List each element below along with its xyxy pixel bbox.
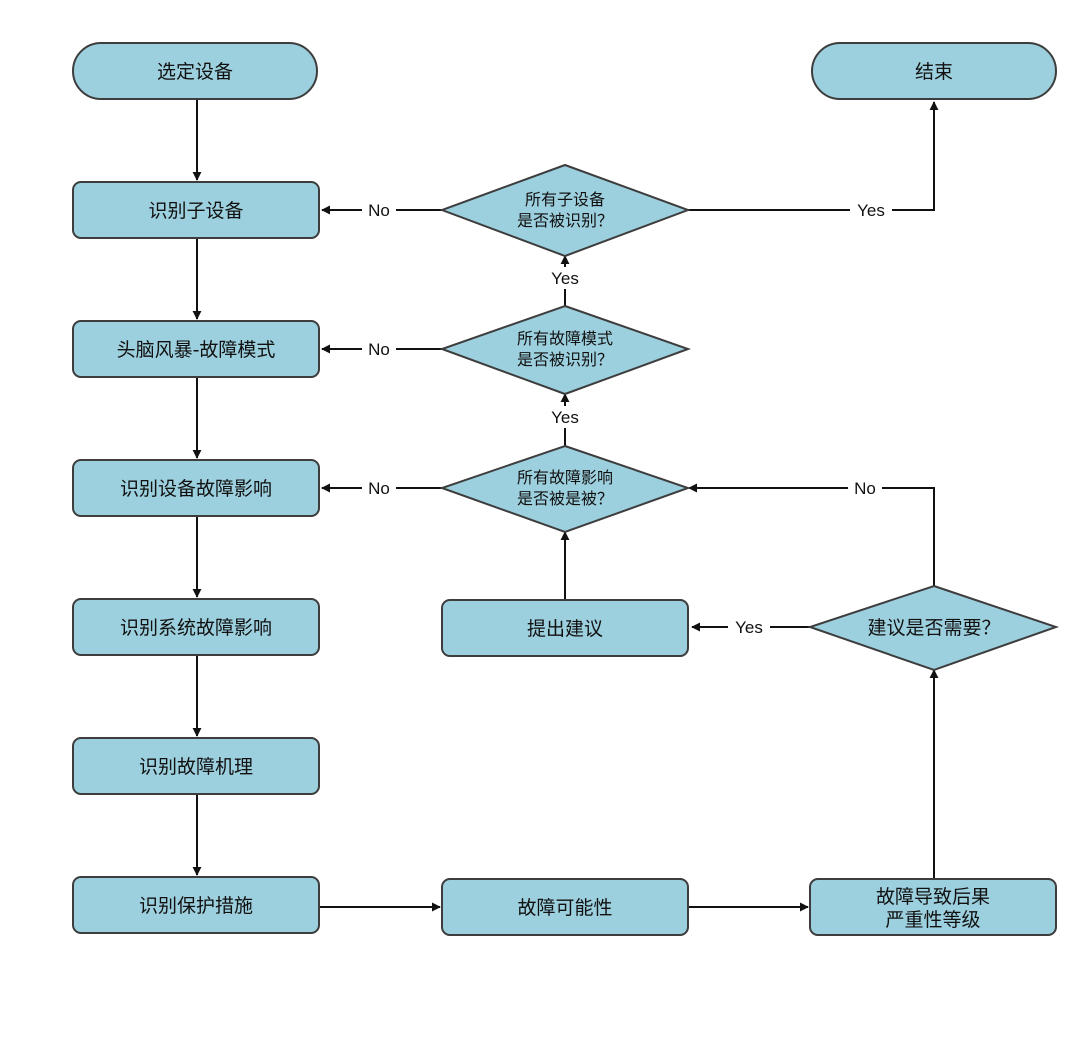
node-identify-protection-measures-label: 识别保护措施 — [139, 895, 253, 917]
decision-all-effects-line2: 是否被是被？ — [517, 489, 613, 508]
node-brainstorm-failure-modes-label: 头脑风暴-故障模式 — [117, 339, 276, 361]
decision-recommendation-needed-label: 建议是否需要？ — [867, 617, 1000, 639]
node-identify-subdevices: 识别子设备 — [72, 181, 320, 239]
decision-all-modes-line2: 是否被识别？ — [517, 350, 613, 369]
decision-all-modes-line1: 所有故障模式 — [517, 329, 613, 348]
node-severity-level: 故障导致后果 严重性等级 — [809, 878, 1057, 936]
label-no-modes: No — [368, 340, 390, 359]
edge-rec-no-to-effects-decision — [688, 483, 935, 586]
node-identify-system-failure-effects-label: 识别系统故障影响 — [120, 617, 272, 639]
label-yes-recommendation: Yes — [735, 618, 763, 637]
node-end-label: 结束 — [915, 61, 953, 83]
decision-recommendation-needed: 建议是否需要？ — [806, 584, 1060, 672]
decision-all-effects-line1: 所有故障影响 — [517, 468, 613, 487]
label-yes-subdevices: Yes — [857, 201, 885, 220]
label-yes-effects: Yes — [551, 408, 579, 427]
label-yes-modes: Yes — [551, 269, 579, 288]
decision-all-subdevices-identified: 所有子设备 是否被识别？ — [439, 163, 691, 258]
node-identify-subdevices-label: 识别子设备 — [148, 200, 243, 222]
decision-all-failure-effects: 所有故障影响 是否被是被？ — [438, 444, 692, 534]
node-propose-recommendation-label: 提出建议 — [527, 618, 603, 640]
node-brainstorm-failure-modes: 头脑风暴-故障模式 — [72, 320, 320, 378]
decision-all-subdevices-line1: 所有子设备 — [525, 190, 605, 209]
node-select-device-label: 选定设备 — [157, 61, 233, 83]
node-end: 结束 — [811, 42, 1057, 100]
node-severity-line2: 严重性等级 — [885, 909, 980, 931]
node-failure-likelihood: 故障可能性 — [441, 878, 689, 936]
node-identify-failure-mechanism-label: 识别故障机理 — [139, 756, 253, 778]
label-no-subdevices: No — [368, 201, 390, 220]
node-identify-system-failure-effects: 识别系统故障影响 — [72, 598, 320, 656]
node-identify-device-failure-effects-label: 识别设备故障影响 — [120, 478, 272, 500]
edge-labels: No No No No Yes Yes Yes Yes — [362, 199, 892, 638]
node-identify-failure-mechanism: 识别故障机理 — [72, 737, 320, 795]
decision-all-subdevices-line2: 是否被识别？ — [517, 211, 613, 230]
decision-all-failure-modes-identified: 所有故障模式 是否被识别？ — [439, 304, 691, 396]
label-no-recommendation: No — [854, 479, 876, 498]
node-identify-device-failure-effects: 识别设备故障影响 — [72, 459, 320, 517]
node-propose-recommendation: 提出建议 — [441, 599, 689, 657]
node-select-device: 选定设备 — [72, 42, 318, 100]
edge-subdevices-yes-to-end — [688, 101, 939, 211]
label-no-effects: No — [368, 479, 390, 498]
node-identify-protection-measures: 识别保护措施 — [72, 876, 320, 934]
node-severity-line1: 故障导致后果 — [876, 886, 990, 908]
node-failure-likelihood-label: 故障可能性 — [517, 897, 612, 919]
